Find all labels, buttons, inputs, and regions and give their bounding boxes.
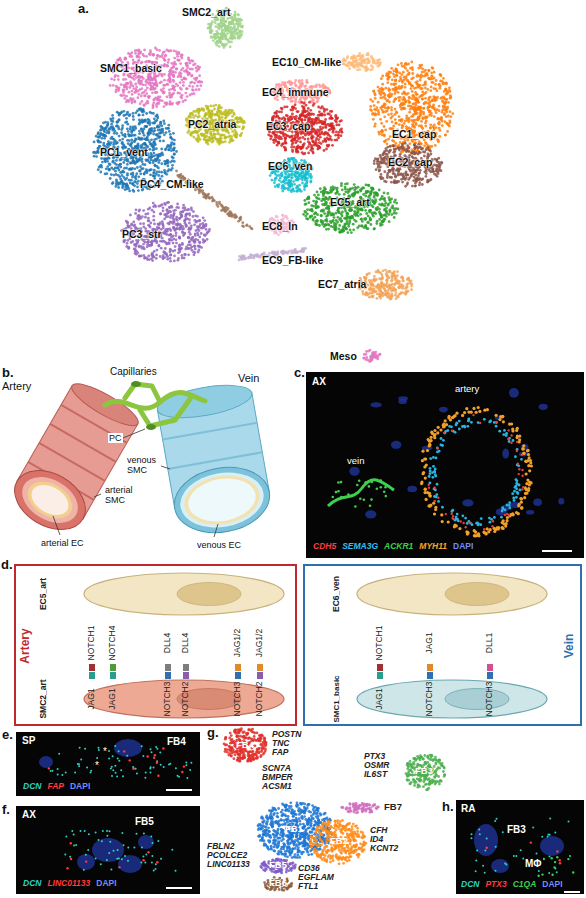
figure: AXveinarteryCDH5SEMA3GACKR1MYH11DAPIArte…: [0, 0, 586, 898]
